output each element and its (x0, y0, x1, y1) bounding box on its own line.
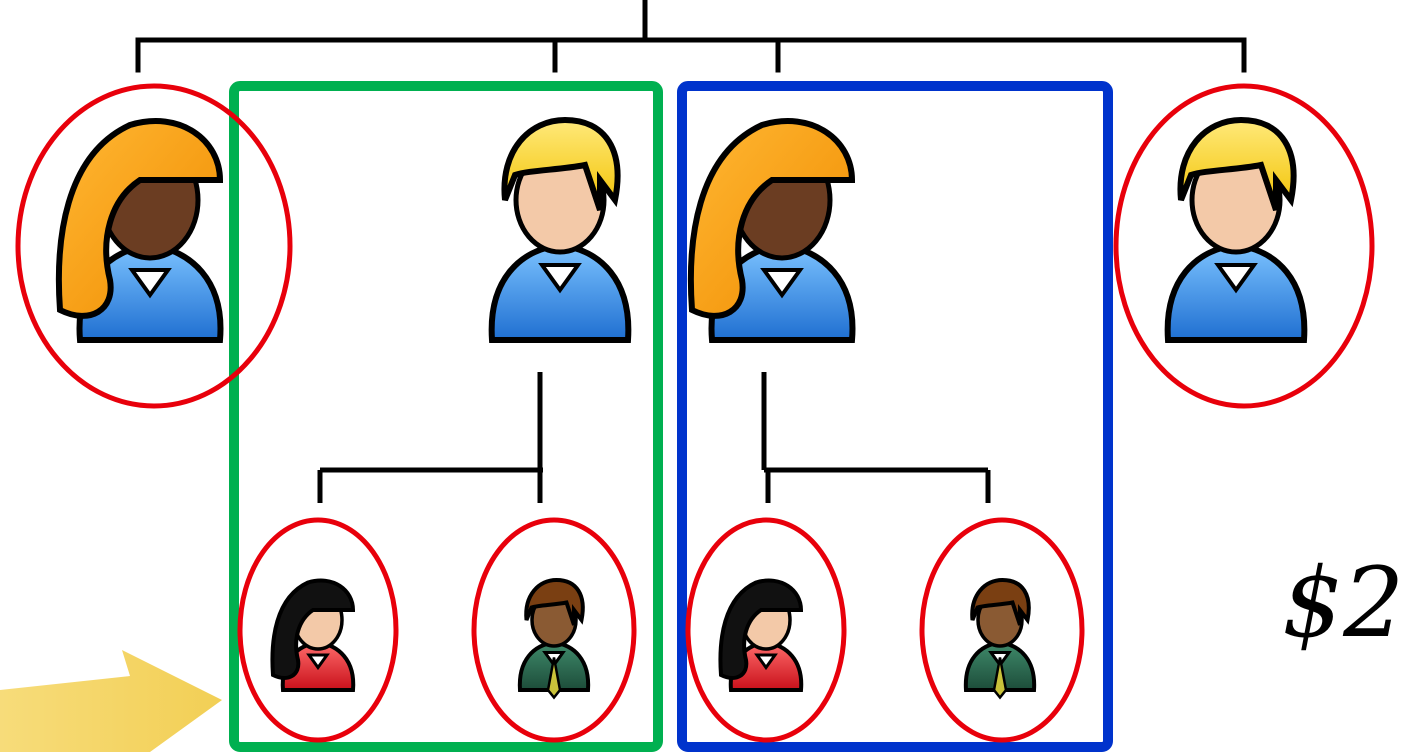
highlight-circle-child-girl-blue (685, 517, 847, 743)
highlight-circle-parent-woman-left (15, 83, 293, 409)
highlight-circle-child-boy-green (471, 517, 637, 743)
child-girl-blue-icon (718, 578, 804, 692)
green-child-connector-lines (317, 372, 543, 503)
child-girl-green-icon (270, 578, 356, 692)
parent-man-green-icon (488, 116, 632, 343)
highlight-circle-child-girl-green (237, 517, 399, 743)
top-connector-lines (135, 0, 1247, 73)
child-boy-green-icon (517, 577, 591, 700)
parent-woman-blue-icon (687, 118, 856, 343)
parent-woman-left-icon (55, 118, 224, 343)
highlight-circle-child-boy-blue (919, 517, 1085, 743)
yellow-arrow-icon (0, 650, 222, 752)
parent-man-right-icon (1164, 116, 1308, 343)
amount-label: $2 (1282, 547, 1404, 659)
blue-group-box (677, 81, 1113, 752)
diagram-canvas (0, 0, 1375, 752)
highlight-circle-parent-man-right (1113, 83, 1375, 409)
green-group-box (229, 81, 663, 752)
child-boy-blue-icon (963, 577, 1037, 700)
blue-child-connector-lines (761, 372, 991, 503)
